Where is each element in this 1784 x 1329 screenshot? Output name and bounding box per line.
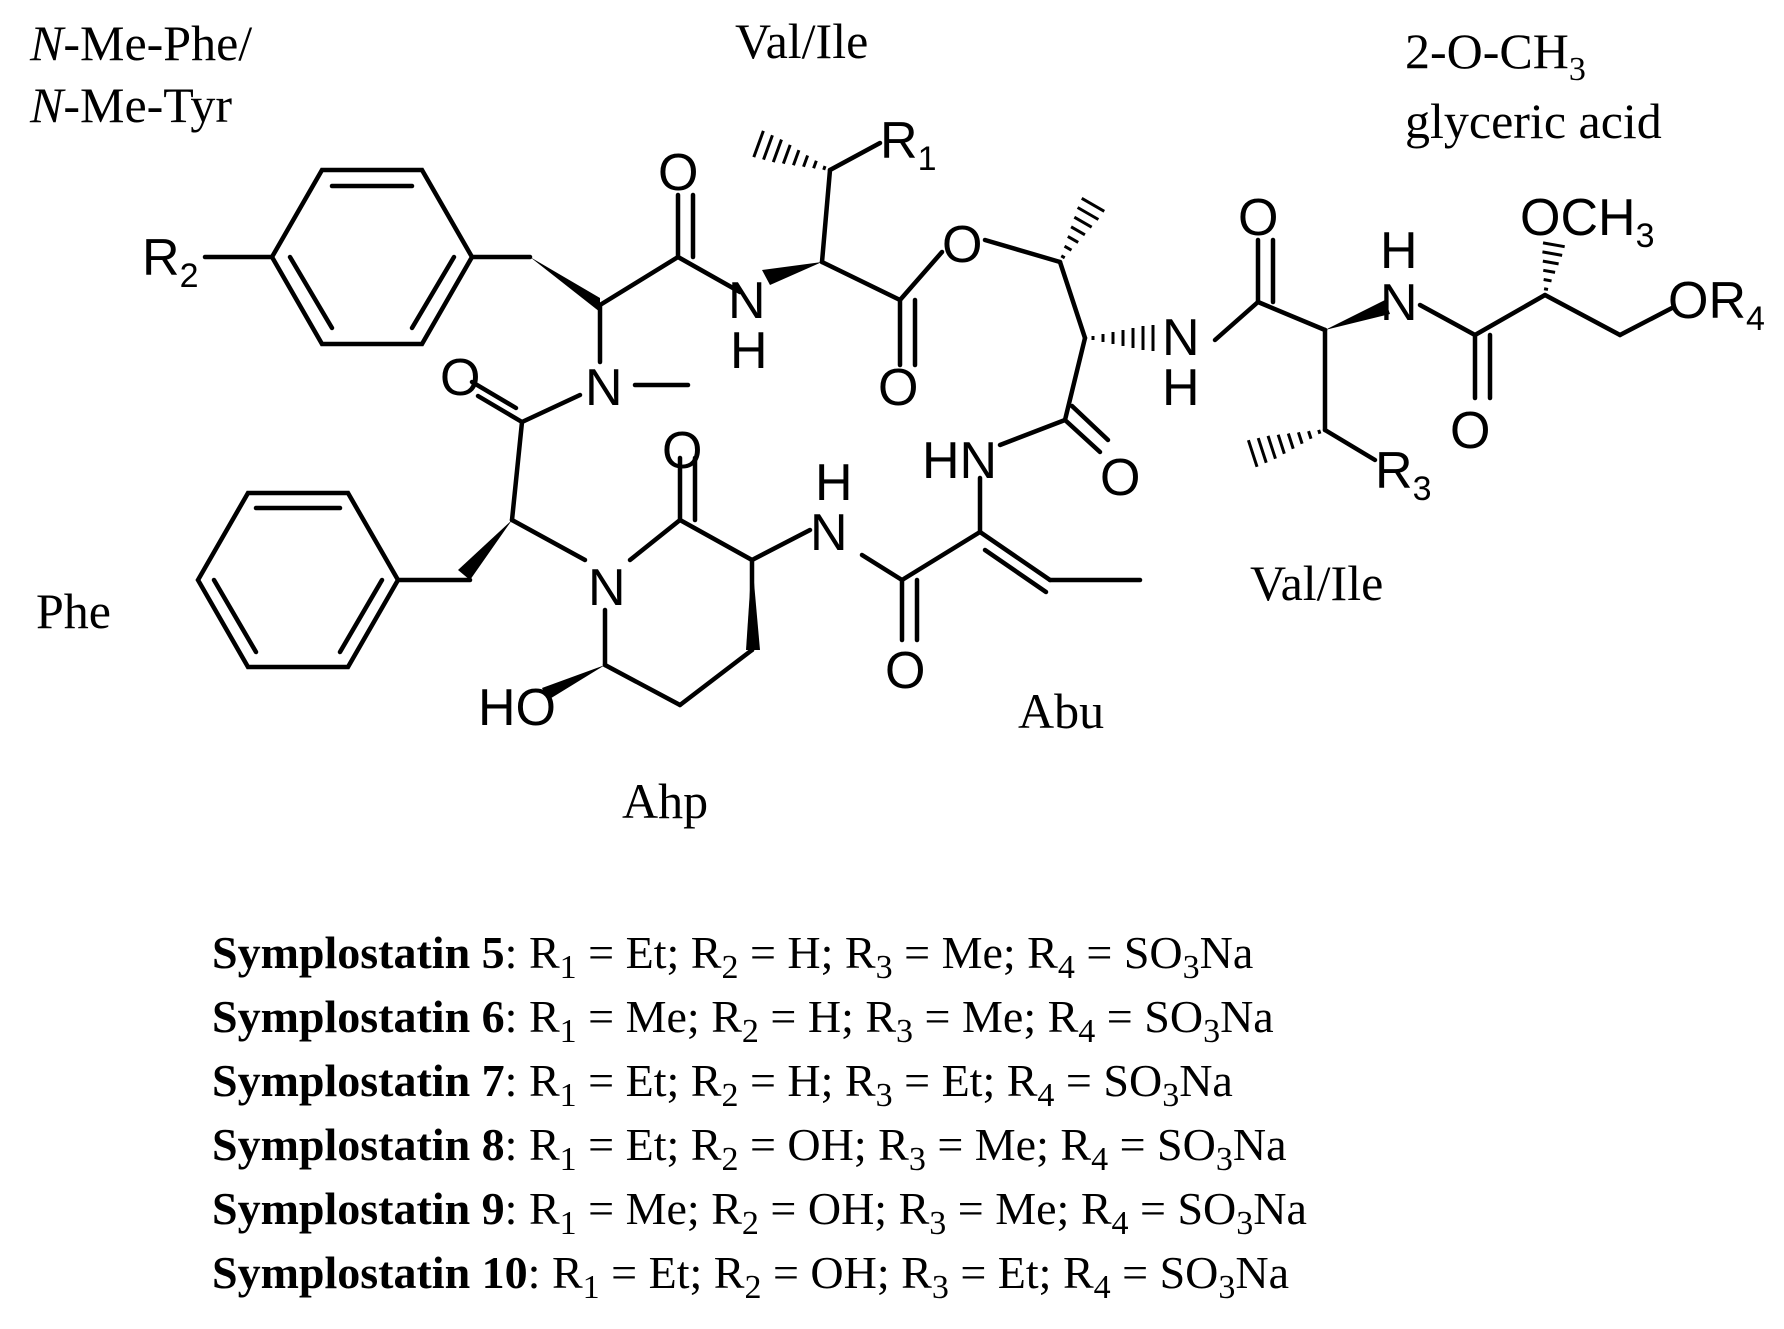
atom-r1: R1 (880, 112, 936, 178)
label-val-ile-top: Val/Ile (735, 13, 868, 69)
bonds (195, 140, 1675, 708)
atom-o-val2-carbonyl: O (1238, 189, 1278, 247)
atom-n-methyl: N (585, 359, 623, 417)
atom-ho-ahp: HO (478, 679, 556, 737)
atom-n-ahp-nh: N (810, 504, 848, 562)
legend-line: Symplostatin 5: R1 = Et; R2 = H; R3 = Me… (212, 927, 1253, 986)
atom-n-val1: N (728, 272, 766, 330)
wedge-bonds (458, 257, 1390, 700)
residue-labels: N-Me-Phe/ N-Me-Tyr Val/Ile 2-O-CH3 glyce… (29, 13, 1662, 829)
atom-h-thr: H (1162, 359, 1200, 417)
atom-o-ester: O (942, 216, 982, 274)
legend-line: Symplostatin 7: R1 = Et; R2 = H; R3 = Et… (212, 1055, 1233, 1114)
atom-o-phe-carbonyl: O (440, 349, 480, 407)
atom-och3: OCH3 (1520, 189, 1654, 255)
atom-o-glyceric-carbonyl: O (1450, 402, 1490, 460)
atom-r3: R3 (1375, 442, 1431, 508)
label-n-me-tyr: N-Me-Tyr (29, 77, 232, 133)
atom-o-thr-carbonyl: O (1100, 449, 1140, 507)
atom-n-ahp: N (588, 559, 626, 617)
compound-legend: Symplostatin 5: R1 = Et; R2 = H; R3 = Me… (212, 927, 1307, 1306)
atom-n-thr: N (1162, 309, 1200, 367)
atom-h-val1: H (730, 322, 768, 380)
atom-hn-abu: HN (922, 432, 997, 490)
label-val-ile-bottom: Val/Ile (1250, 555, 1383, 611)
atom-labels: R2 R1 O N H O O O N O N HO H N O HN O N … (142, 112, 1765, 737)
label-abu: Abu (1018, 683, 1104, 739)
atom-h-val2-nh: H (1380, 222, 1418, 280)
label-ahp: Ahp (622, 773, 708, 829)
atom-o-val1-carbonyl: O (658, 144, 698, 202)
atom-or4: OR4 (1668, 272, 1765, 338)
legend-line: Symplostatin 6: R1 = Me; R2 = H; R3 = Me… (212, 991, 1274, 1050)
atom-o-abu-carbonyl: O (885, 642, 925, 700)
atom-o-ahp-carbonyl: O (662, 422, 702, 480)
atom-o-ester-carbonyl: O (878, 359, 918, 417)
legend-line: Symplostatin 8: R1 = Et; R2 = OH; R3 = M… (212, 1119, 1286, 1178)
label-glyceric-acid: glyceric acid (1405, 93, 1662, 149)
label-phe: Phe (36, 583, 111, 639)
hashed-bonds (752, 130, 1565, 468)
atom-h-ahp-nh: H (815, 454, 853, 512)
legend-line: Symplostatin 10: R1 = Et; R2 = OH; R3 = … (212, 1247, 1289, 1306)
atom-r2: R2 (142, 229, 198, 295)
legend-line: Symplostatin 9: R1 = Me; R2 = OH; R3 = M… (212, 1183, 1307, 1242)
label-n-me-phe: N-Me-Phe/ (29, 15, 252, 71)
label-2-o-ch3: 2-O-CH3 (1405, 23, 1586, 88)
atom-n-val2: N (1380, 274, 1418, 332)
